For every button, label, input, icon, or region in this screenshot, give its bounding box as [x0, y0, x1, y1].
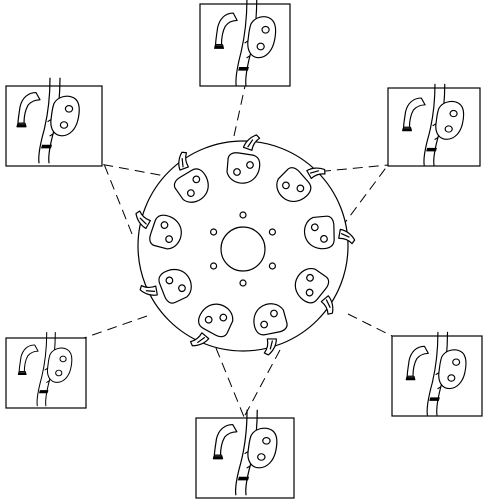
detail-view-upper-right	[387, 83, 481, 167]
detail-view-upper-left	[5, 77, 103, 167]
bolt-hole	[239, 279, 247, 287]
leader-lines	[83, 85, 393, 418]
bolt-hole	[268, 262, 276, 270]
bolt-hole	[210, 262, 218, 270]
bolt-hole	[239, 211, 247, 219]
rotor-disc	[131, 131, 357, 356]
detail-view-lower-left	[5, 331, 87, 409]
detail-view-top	[199, 0, 291, 87]
detail-view-bottom	[195, 409, 295, 499]
bracket-lug	[226, 131, 261, 184]
detail-view-lower-right	[391, 331, 483, 417]
bolt-hole	[268, 228, 276, 236]
bolt-hole	[210, 228, 218, 236]
bolt-hole-ring	[210, 211, 276, 287]
